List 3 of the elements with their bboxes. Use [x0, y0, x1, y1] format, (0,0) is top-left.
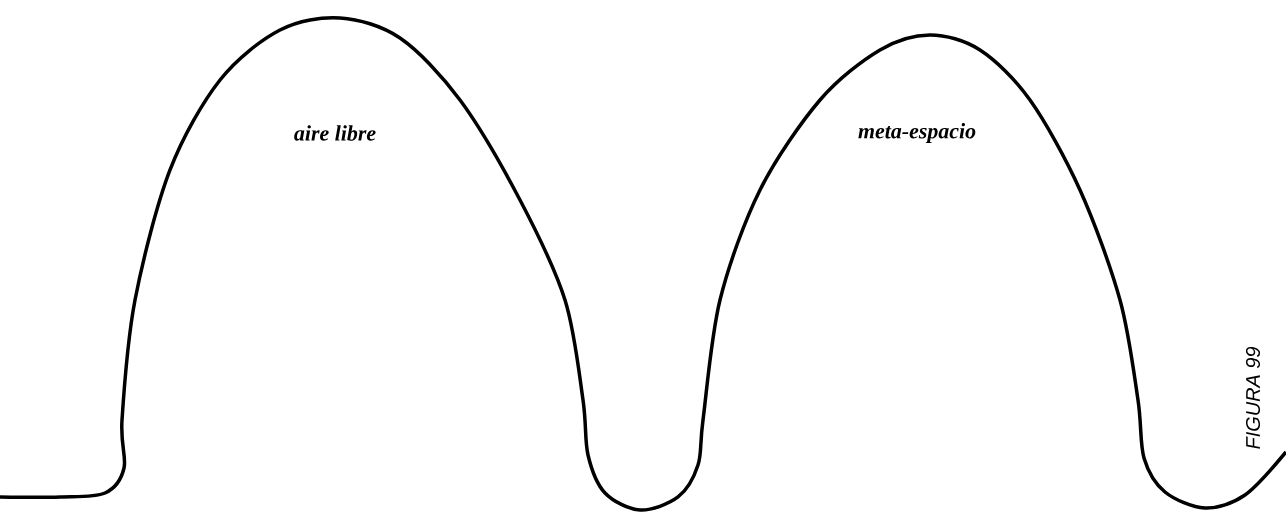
region-label: meta-espacio: [858, 123, 976, 143]
region-label: aire libre: [294, 125, 376, 141]
figure-caption: FIGURA 99: [1245, 346, 1261, 449]
